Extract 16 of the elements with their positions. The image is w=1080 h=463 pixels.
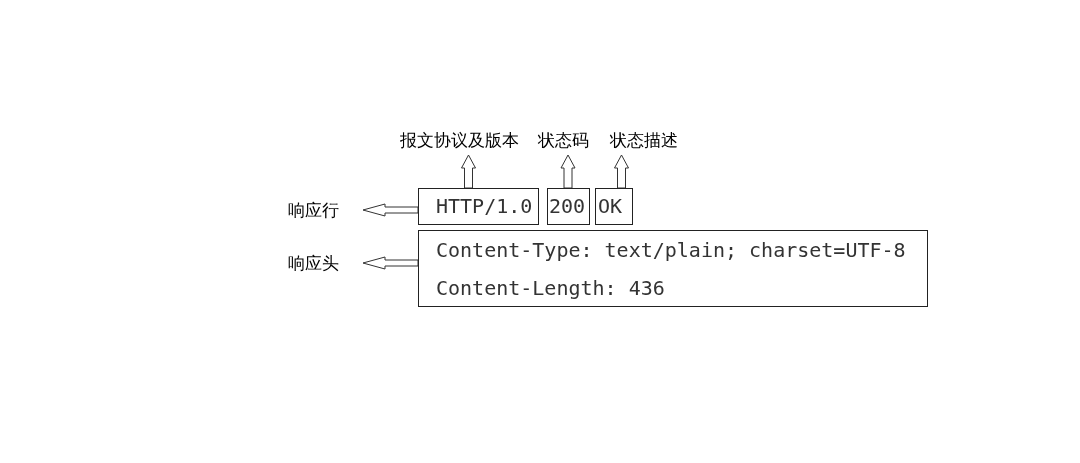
- section-label: 响应头: [288, 253, 339, 273]
- code-box: 200: [547, 188, 590, 225]
- annotation-label: 状态描述: [610, 130, 678, 150]
- code-box: HTTP/1.0: [418, 188, 539, 225]
- section-label: 响应行: [288, 200, 339, 220]
- annotation-label: 报文协议及版本: [400, 130, 519, 150]
- block-arrow: [362, 256, 419, 270]
- code-line: Content-Length: 436: [436, 275, 665, 302]
- block-arrow: [461, 154, 476, 189]
- block-arrow: [614, 154, 629, 189]
- code-line: Content-Type: text/plain; charset=UTF-8: [436, 237, 906, 264]
- code-box: [418, 230, 928, 307]
- code-box: OK: [595, 188, 633, 225]
- annotation-label: 状态码: [538, 130, 589, 150]
- block-arrow: [560, 154, 576, 189]
- block-arrow: [362, 203, 419, 217]
